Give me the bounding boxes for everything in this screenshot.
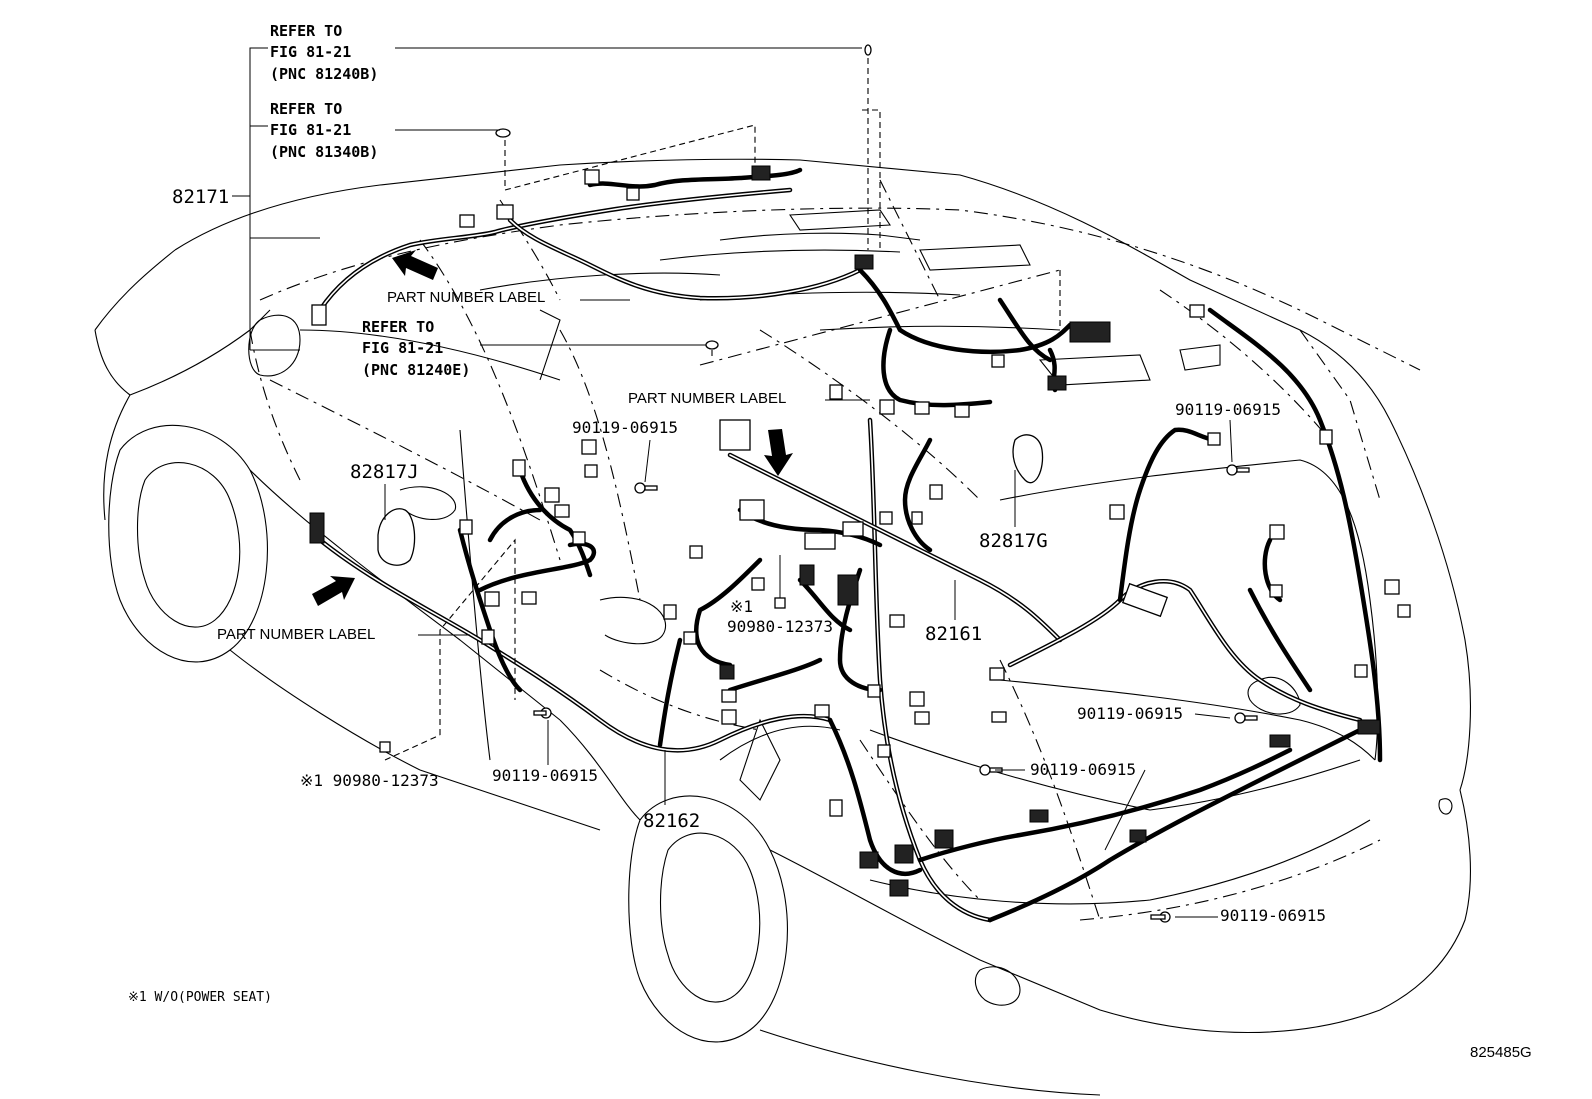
leader-lines (232, 47, 1233, 918)
svg-text:(PNC 81340B): (PNC 81340B) (270, 143, 378, 161)
bolt-label: 90119-06915 (1175, 400, 1281, 419)
bolt-label: 90119-06915 (1220, 906, 1326, 925)
part-label-82161: 82161 (925, 623, 982, 645)
bolt-icon (634, 482, 658, 494)
connectors (309, 165, 1411, 897)
part-number-label-floor: PART NUMBER LABEL (217, 626, 375, 643)
bolt-icon (1150, 911, 1171, 923)
bolt-icon (1226, 464, 1250, 476)
part-label-82817G: 82817G (979, 530, 1048, 552)
part-number-label-center: PART NUMBER LABEL (628, 390, 786, 407)
refer-callout-81340B: REFER TO FIG 81-21 (PNC 81340B) (270, 100, 378, 161)
arrow-floor-icon (312, 576, 355, 606)
svg-text:REFER TO: REFER TO (270, 100, 342, 118)
clip-note-mark: ※1 (730, 597, 753, 616)
bolt-icon (1234, 712, 1258, 724)
svg-text:(PNC 81240E): (PNC 81240E) (362, 361, 470, 379)
refer-callout-81240E: REFER TO FIG 81-21 (PNC 81240E) (362, 318, 470, 379)
arrow-center-icon (764, 429, 793, 476)
refer-callout-81240B: REFER TO FIG 81-21 (PNC 81240B) (270, 22, 378, 83)
part-number-label-roof: PART NUMBER LABEL (387, 289, 545, 306)
figure-code: 825485G (1470, 1044, 1532, 1061)
part-label-82162: 82162 (643, 810, 700, 832)
part-label-82817J: 82817J (350, 461, 419, 483)
roof-harness-82171 (317, 167, 1073, 408)
svg-text:REFER TO: REFER TO (362, 318, 434, 336)
sensor-82817J-icon (377, 508, 416, 566)
svg-text:(PNC 81240B): (PNC 81240B) (270, 65, 378, 83)
svg-text:FIG 81-21: FIG 81-21 (362, 339, 443, 357)
bolt-icon (533, 707, 552, 719)
clip-label-center: 90980-12373 (727, 617, 833, 636)
bolt-label: 90119-06915 (1030, 760, 1136, 779)
part-label-82171: 82171 (172, 186, 229, 208)
rear-harness (917, 297, 1383, 923)
bolt-label: 90119-06915 (572, 418, 678, 437)
vehicle-body-outline (94, 158, 1472, 1096)
footnote: ※1 W/O(POWER SEAT) (128, 990, 272, 1005)
bolt-label: 90119-06915 (492, 766, 598, 785)
svg-text:FIG 81-21: FIG 81-21 (270, 121, 351, 139)
arrows (312, 250, 793, 606)
svg-text:REFER TO: REFER TO (270, 22, 342, 40)
center-harness-82161 (727, 417, 1063, 923)
sensor-82817G-icon (1012, 434, 1044, 484)
arrow-roof-icon (392, 250, 438, 280)
bolt-label: 90119-06915 (1077, 704, 1183, 723)
small-parts (377, 44, 1044, 753)
svg-text:FIG 81-21: FIG 81-21 (270, 43, 351, 61)
clip-label-left: ※1 90980-12373 (300, 771, 439, 790)
